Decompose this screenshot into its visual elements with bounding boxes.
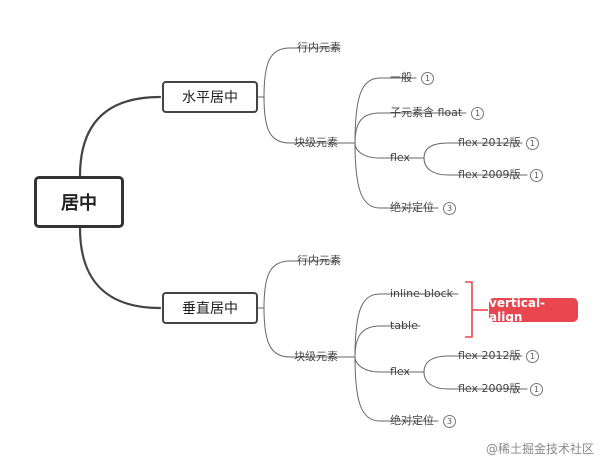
h-float-count-badge: 1 [471, 107, 484, 120]
h-absolute-node[interactable]: 绝对定位 [390, 201, 434, 214]
branch-vertical[interactable]: 垂直居中 [162, 292, 258, 324]
h-inline-node[interactable]: 行内元素 [297, 41, 341, 54]
v-flex-2012-count-badge: 1 [526, 350, 539, 363]
v-absolute-node[interactable]: 绝对定位 [390, 414, 434, 427]
h-general-count-badge: 1 [421, 72, 434, 85]
h-flex-2009-count-badge: 1 [530, 169, 543, 182]
h-block-node[interactable]: 块级元素 [294, 136, 338, 149]
v-inline-block-node[interactable]: inline-block [390, 287, 454, 300]
v-flex-2009-count-badge: 1 [530, 383, 543, 396]
h-general-node[interactable]: 一般 [390, 71, 412, 84]
v-flex-2012-node[interactable]: flex 2012版 [458, 349, 521, 362]
v-flex-2009-node[interactable]: flex 2009版 [458, 382, 521, 395]
h-flex-2012-node[interactable]: flex 2012版 [458, 136, 521, 149]
h-flex-node[interactable]: flex [390, 151, 411, 164]
h-float-node[interactable]: 子元素含 float [390, 106, 463, 119]
watermark: @稀土掘金技术社区 [486, 442, 595, 456]
v-inline-node[interactable]: 行内元素 [297, 254, 341, 267]
root-node[interactable]: 居中 [34, 176, 124, 228]
v-absolute-count-badge: 3 [443, 415, 456, 428]
v-flex-node[interactable]: flex [390, 365, 411, 378]
h-flex-2012-count-badge: 1 [526, 137, 539, 150]
v-table-node[interactable]: table [390, 319, 418, 332]
h-flex-2009-node[interactable]: flex 2009版 [458, 168, 521, 181]
vertical-align-tag[interactable]: vertical-align [489, 296, 578, 324]
h-absolute-count-badge: 3 [443, 202, 456, 215]
v-block-node[interactable]: 块级元素 [294, 350, 338, 363]
branch-horizontal[interactable]: 水平居中 [162, 81, 258, 113]
